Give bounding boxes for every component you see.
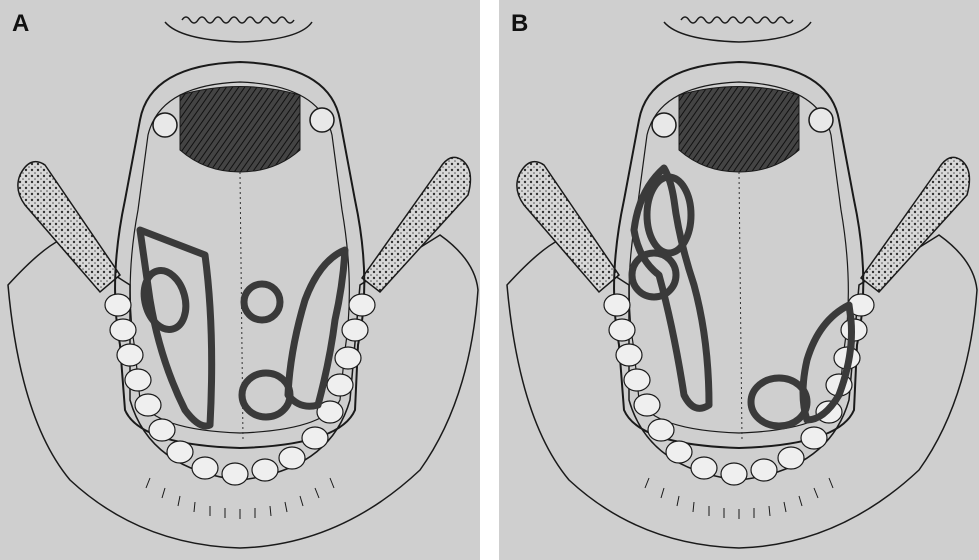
left-gland — [652, 113, 676, 137]
dorsal-muscle — [679, 87, 799, 173]
tongue-cross-section-a — [0, 0, 480, 560]
top-annotation-bracket — [664, 22, 811, 42]
tongue-cross-section-b — [499, 0, 979, 560]
diagram-panel-a: A — [0, 0, 480, 560]
panel-label-b: B — [511, 10, 528, 38]
lesion-center — [244, 284, 280, 320]
left-gland — [153, 113, 177, 137]
diagram-panel-b: B — [499, 0, 979, 560]
right-mandible — [861, 157, 969, 292]
midline-septum — [739, 172, 742, 440]
right-gland — [310, 108, 334, 132]
lesion-left-small — [138, 266, 192, 334]
panel-label-a: A — [12, 10, 29, 38]
outer-chin-outline — [507, 235, 977, 548]
teeth-row — [604, 294, 874, 485]
top-annotation-glyphs — [182, 17, 294, 23]
right-mandible — [362, 157, 470, 292]
left-mandible — [18, 162, 120, 292]
lesion-right-lower — [751, 378, 807, 426]
top-annotation-bracket — [165, 22, 312, 42]
left-mandible — [517, 162, 619, 292]
lesion-right-lower — [242, 373, 290, 417]
dorsal-muscle — [180, 87, 300, 173]
right-gland — [809, 108, 833, 132]
top-annotation-glyphs — [681, 17, 793, 23]
